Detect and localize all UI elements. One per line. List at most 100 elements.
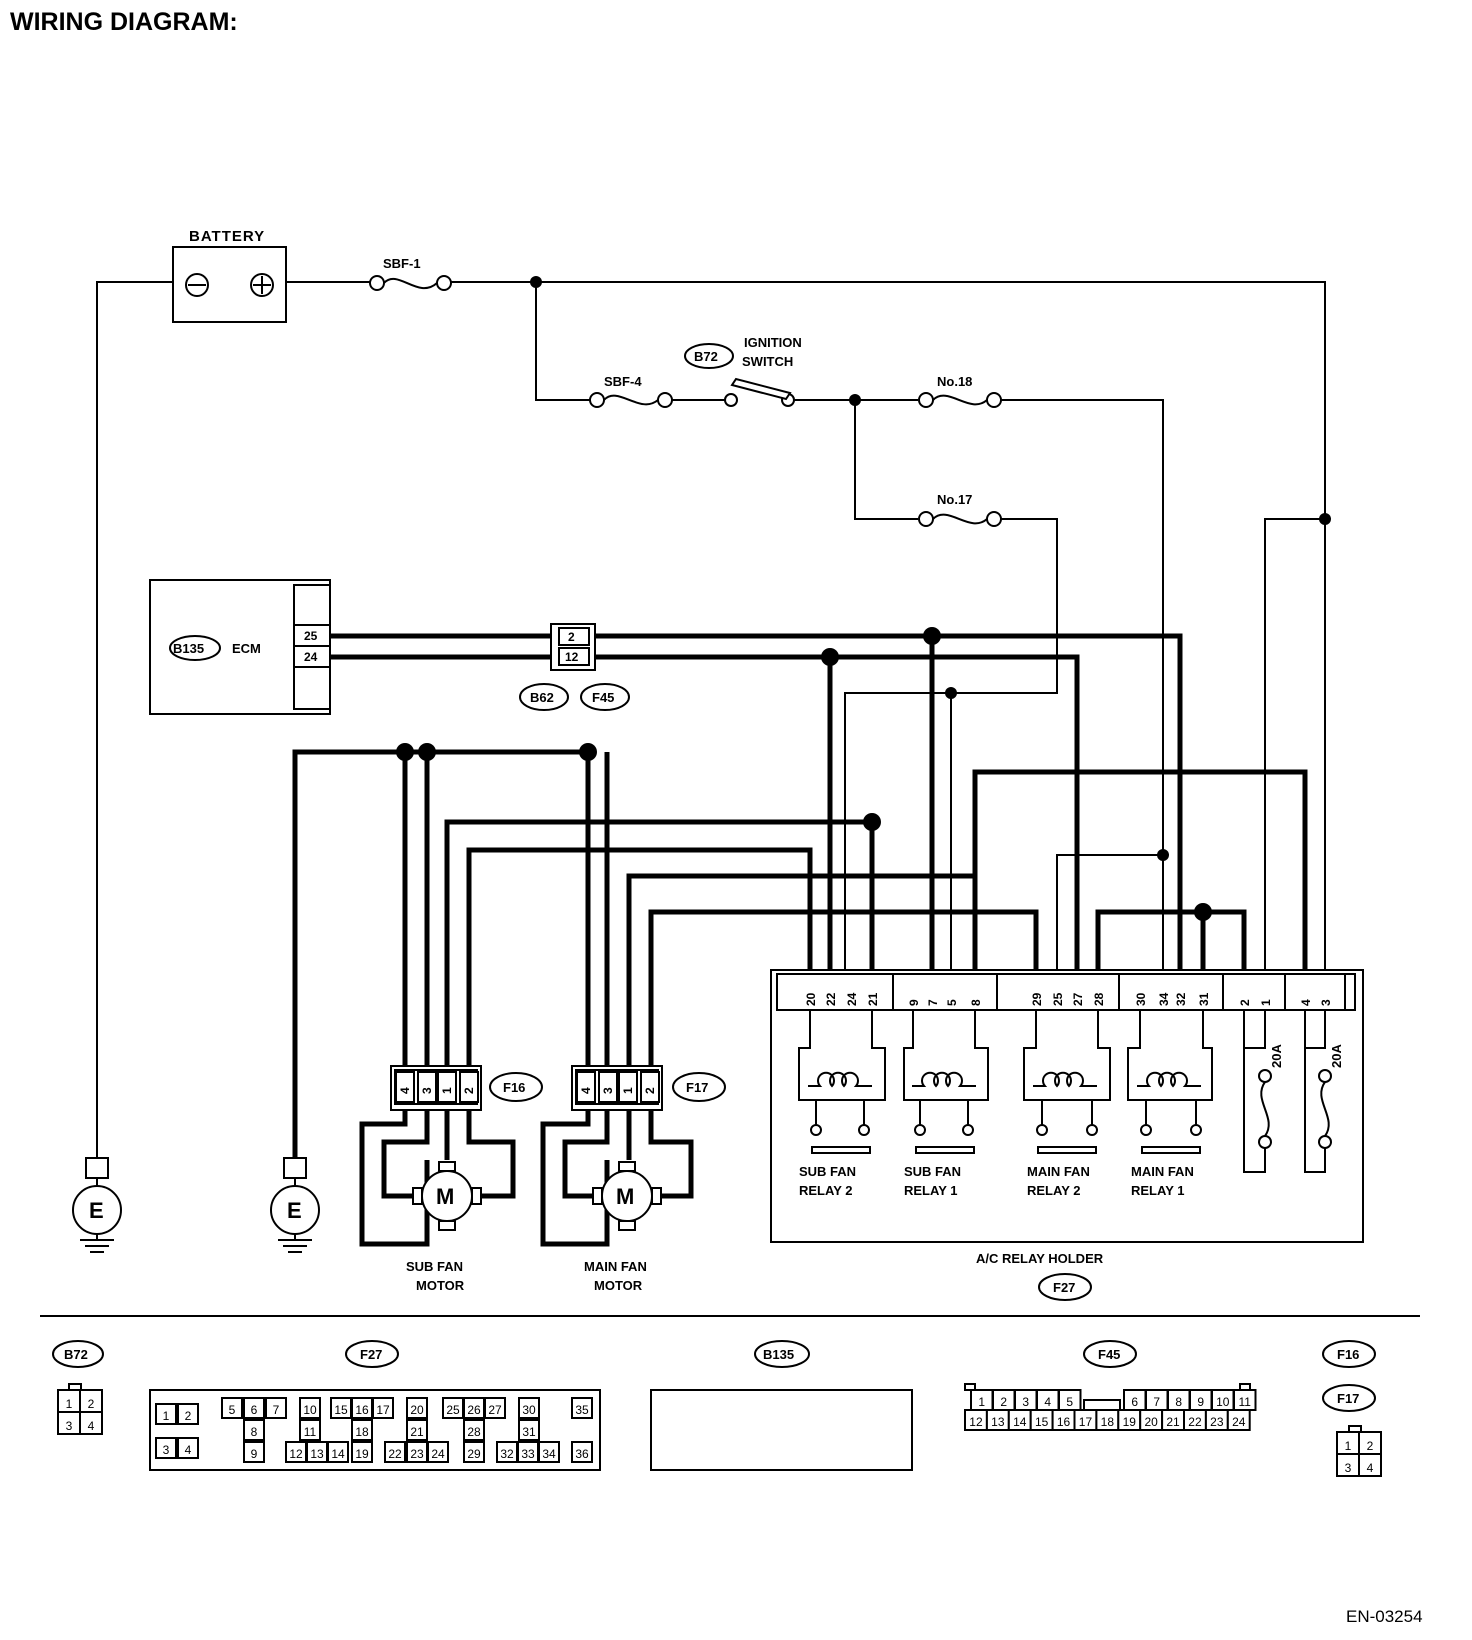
ground-right: E xyxy=(270,1157,320,1253)
svg-text:MAIN FAN: MAIN FAN xyxy=(584,1259,647,1274)
holder-pin-label: 24 xyxy=(845,992,859,1006)
signal-wires xyxy=(292,633,1308,1160)
ignition-switch: B72 IGNITION SWITCH xyxy=(684,335,802,407)
connector-cell xyxy=(372,1397,394,1419)
connector-pin-number: 4 xyxy=(88,1419,95,1433)
svg-text:12: 12 xyxy=(565,650,579,664)
svg-text:F27: F27 xyxy=(1053,1280,1075,1295)
connector-pin-number: 10 xyxy=(303,1403,317,1417)
connector-pin-number: 3 xyxy=(1345,1461,1352,1475)
holder-pin-label: 30 xyxy=(1134,992,1148,1006)
svg-text:MAIN FAN: MAIN FAN xyxy=(1027,1164,1090,1179)
connector-cell xyxy=(177,1403,199,1425)
svg-text:IGNITION: IGNITION xyxy=(744,335,802,350)
connector-cell xyxy=(327,1441,349,1463)
fuse-no-17: No.17 xyxy=(918,492,1002,527)
connector-cell xyxy=(351,1419,373,1441)
connector-pin-number: 32 xyxy=(500,1447,514,1461)
connector-pin-number: 1 xyxy=(978,1395,985,1409)
motor-pin-label: 1 xyxy=(621,1087,635,1094)
svg-text:F45: F45 xyxy=(1098,1347,1120,1362)
svg-text:24: 24 xyxy=(304,650,318,664)
connector-pin-number: 24 xyxy=(431,1447,445,1461)
svg-text:SWITCH: SWITCH xyxy=(742,354,793,369)
connector-pin-number: 22 xyxy=(388,1447,402,1461)
holder-pin-label: 31 xyxy=(1197,992,1211,1006)
connector-cell xyxy=(177,1437,199,1459)
connector-pin-number: 18 xyxy=(355,1425,369,1439)
svg-text:E: E xyxy=(287,1198,302,1223)
connector-cell xyxy=(1358,1453,1382,1477)
holder-pin-label: 22 xyxy=(824,992,838,1006)
connector-pin-number: 35 xyxy=(575,1403,589,1417)
holder-pin-label: 25 xyxy=(1051,992,1065,1006)
connector-cell xyxy=(79,1411,103,1435)
motor-pin-label: 4 xyxy=(398,1087,412,1094)
connector-pin-number: 7 xyxy=(1153,1395,1160,1409)
connector-pin-number: 20 xyxy=(1144,1415,1158,1429)
connector-pin-number: 1 xyxy=(1345,1439,1352,1453)
connector-pin-number: 24 xyxy=(1232,1415,1246,1429)
svg-text:B62: B62 xyxy=(530,690,554,705)
fuse-sbf-1: SBF-1 xyxy=(369,256,452,291)
connector-cell xyxy=(299,1419,321,1441)
connector-pin-number: 5 xyxy=(1066,1395,1073,1409)
connector-pin-number: 27 xyxy=(488,1403,502,1417)
holder-pin-label: 3 xyxy=(1319,999,1333,1006)
connector-pin-number: 36 xyxy=(575,1447,589,1461)
connector-pin-number: 20 xyxy=(410,1403,424,1417)
junction-dots xyxy=(396,276,1331,921)
connector-pin-number: 14 xyxy=(331,1447,345,1461)
svg-text:20A: 20A xyxy=(1329,1044,1344,1068)
connector-pin-number: 6 xyxy=(251,1403,258,1417)
connector-pin-number: 11 xyxy=(1239,1395,1252,1409)
connector-pin-number: 3 xyxy=(66,1419,73,1433)
connector-pin-number: 31 xyxy=(522,1425,536,1439)
relay-fuse-right: 20A xyxy=(1304,1010,1344,1173)
holder-pin-label: 7 xyxy=(926,999,940,1006)
holder-pin-label: 9 xyxy=(907,999,921,1006)
connector-cell xyxy=(406,1419,428,1441)
connector-pin-number: 2 xyxy=(1000,1395,1007,1409)
svg-text:SBF-4: SBF-4 xyxy=(604,374,642,389)
sub-fan-relay-2: SUB FAN RELAY 2 xyxy=(798,1010,886,1198)
connector-cell xyxy=(518,1397,540,1419)
connector-cell xyxy=(155,1403,177,1425)
svg-text:F17: F17 xyxy=(1337,1391,1359,1406)
svg-text:B72: B72 xyxy=(694,349,718,364)
svg-text:25: 25 xyxy=(304,629,318,643)
sub-fan-relay-1: SUB FAN RELAY 1 xyxy=(903,1010,989,1198)
connector-cell xyxy=(299,1397,321,1419)
connector-pin-number: 21 xyxy=(410,1425,424,1439)
motor-pin-label: 1 xyxy=(440,1087,454,1094)
holder-pin-label: 32 xyxy=(1174,992,1188,1006)
connector-pin-number: 34 xyxy=(542,1447,556,1461)
motor-pin-label: 2 xyxy=(643,1087,657,1094)
svg-text:RELAY 1: RELAY 1 xyxy=(1131,1183,1184,1198)
connector-view-b135: B135 12345678910111213141516171819202122… xyxy=(650,1340,913,1471)
connector-pin-number: 19 xyxy=(1123,1415,1137,1429)
svg-text:ECM: ECM xyxy=(232,641,261,656)
motor-pin-label: 4 xyxy=(579,1087,593,1094)
connector-pin-number: 9 xyxy=(251,1447,258,1461)
connector-pin-number: 12 xyxy=(969,1415,983,1429)
svg-text:20A: 20A xyxy=(1269,1044,1284,1068)
connector-pin-number: 17 xyxy=(1079,1415,1093,1429)
connector-cell xyxy=(484,1397,506,1419)
connector-pin-number: 13 xyxy=(991,1415,1005,1429)
connector-pin-number: 23 xyxy=(1210,1415,1224,1429)
connector-cell xyxy=(406,1397,428,1419)
diagram-title: WIRING DIAGRAM: xyxy=(10,8,238,36)
connector-cell xyxy=(221,1397,243,1419)
connector-pin-number: 26 xyxy=(467,1403,481,1417)
connector-pin-number: 30 xyxy=(522,1403,536,1417)
connector-pin-number: 1 xyxy=(66,1397,73,1411)
